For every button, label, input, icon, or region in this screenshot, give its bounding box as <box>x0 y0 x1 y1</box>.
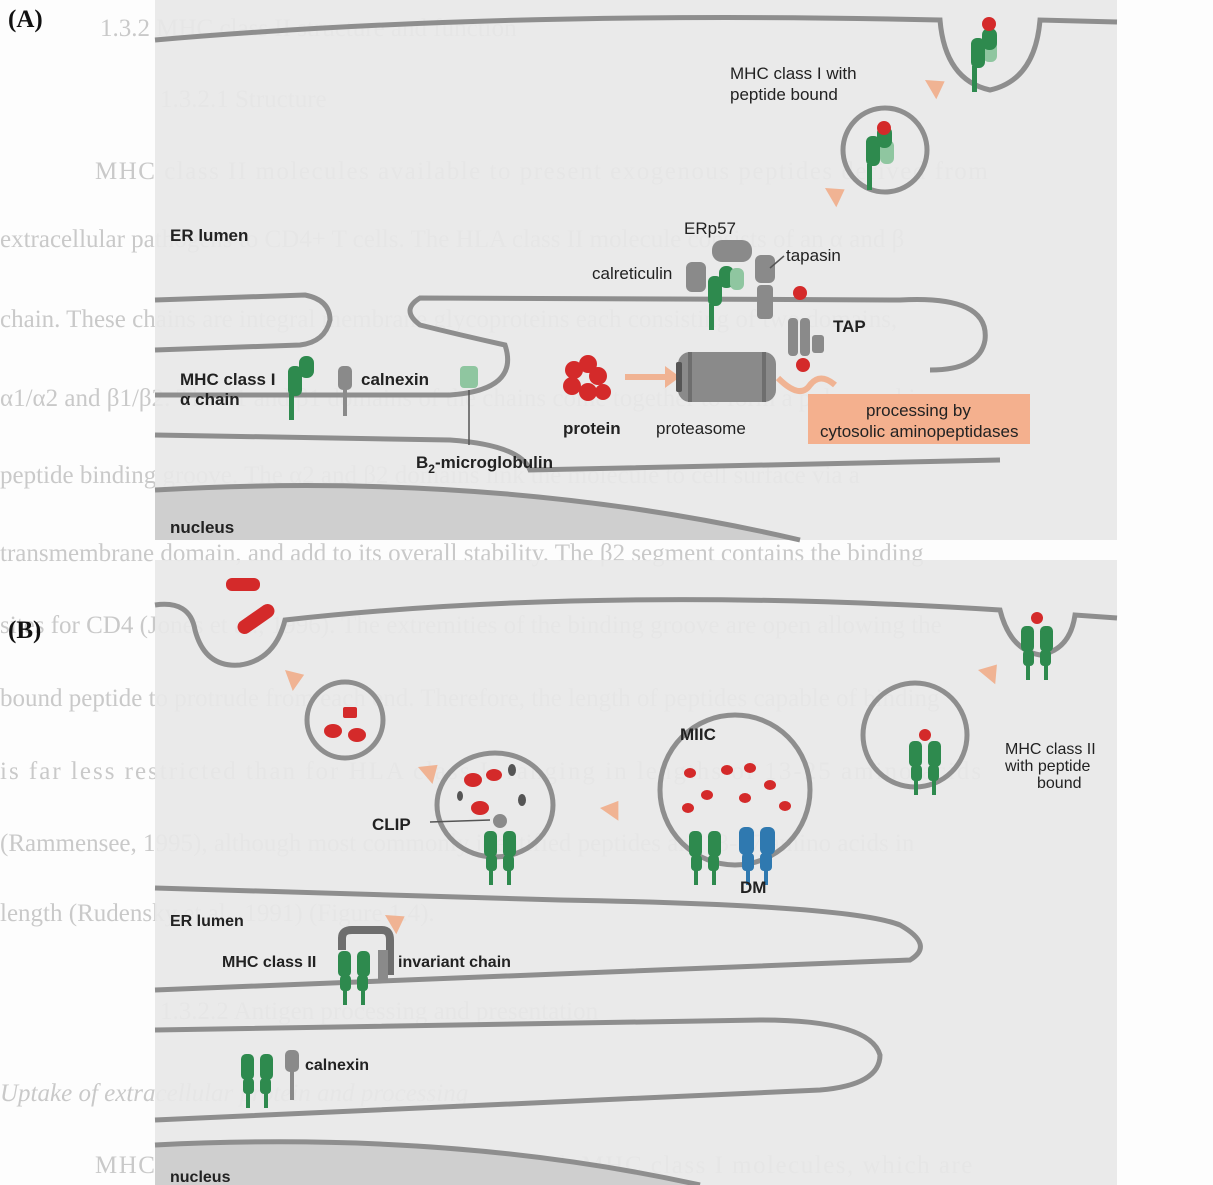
vesicle-fragment <box>457 791 463 801</box>
b2-microglobulin <box>460 366 478 388</box>
invariant-chain-stalk <box>378 950 388 980</box>
label-mhc-class-i-with-peptide: MHC class I with <box>730 64 857 83</box>
vesicle-protein <box>486 769 502 781</box>
panel-label-a: (A) <box>8 6 43 34</box>
label-processing: cytosolic aminopeptidases <box>820 422 1018 441</box>
label-nucleus: nucleus <box>170 518 234 537</box>
label-mhc-class-ii-peptide: MHC class II <box>1005 741 1096 758</box>
endosome-protein <box>348 728 366 742</box>
label-processing: processing by <box>866 401 971 420</box>
label-dm: DM <box>740 878 766 897</box>
endosome-protein <box>343 707 357 718</box>
label-nucleus: nucleus <box>170 1169 231 1185</box>
vesicle-protein <box>471 801 489 815</box>
label-mhc-class-i-with-peptide: peptide bound <box>730 85 838 104</box>
label-er-lumen: ER lumen <box>170 226 248 245</box>
label-miic: MIIC <box>680 725 716 744</box>
label-invariant-chain: invariant chain <box>398 954 511 971</box>
panel-a: MHC class I with peptide bound ER lumen … <box>155 0 1117 540</box>
peptide-dot <box>793 286 807 300</box>
exogenous-protein <box>226 578 260 591</box>
label-clip: CLIP <box>372 815 411 834</box>
panel-b: MIIC MHC class II with peptide bound CLI… <box>155 560 1117 1185</box>
label-tapasin: tapasin <box>786 246 841 265</box>
label-calreticulin: calreticulin <box>592 264 672 283</box>
label-calnexin: calnexin <box>361 370 429 389</box>
label-alpha-chain: α chain <box>180 390 240 409</box>
label-calnexin: calnexin <box>305 1057 369 1074</box>
vesicle-fragment <box>508 764 516 776</box>
peptide-dot <box>796 358 810 372</box>
label-mhc-class-ii-peptide: bound <box>1037 775 1082 792</box>
label-mhc-class-ii: MHC class II <box>222 954 316 971</box>
label-protein: protein <box>563 419 621 438</box>
vesicle-fragment <box>518 794 526 806</box>
label-erp57: ERp57 <box>684 219 736 238</box>
panel-b-background <box>155 560 1117 1185</box>
vesicle-protein <box>464 773 482 787</box>
label-proteasome: proteasome <box>656 419 746 438</box>
label-er-lumen: ER lumen <box>170 913 244 930</box>
panel-label-b: (B) <box>8 617 41 645</box>
proteasome <box>676 352 776 402</box>
label-tap: TAP <box>833 317 866 336</box>
endosome-protein <box>324 724 342 738</box>
label-mhc-class-i: MHC class I <box>180 370 275 389</box>
label-mhc-class-ii-peptide: with peptide <box>1004 758 1090 775</box>
